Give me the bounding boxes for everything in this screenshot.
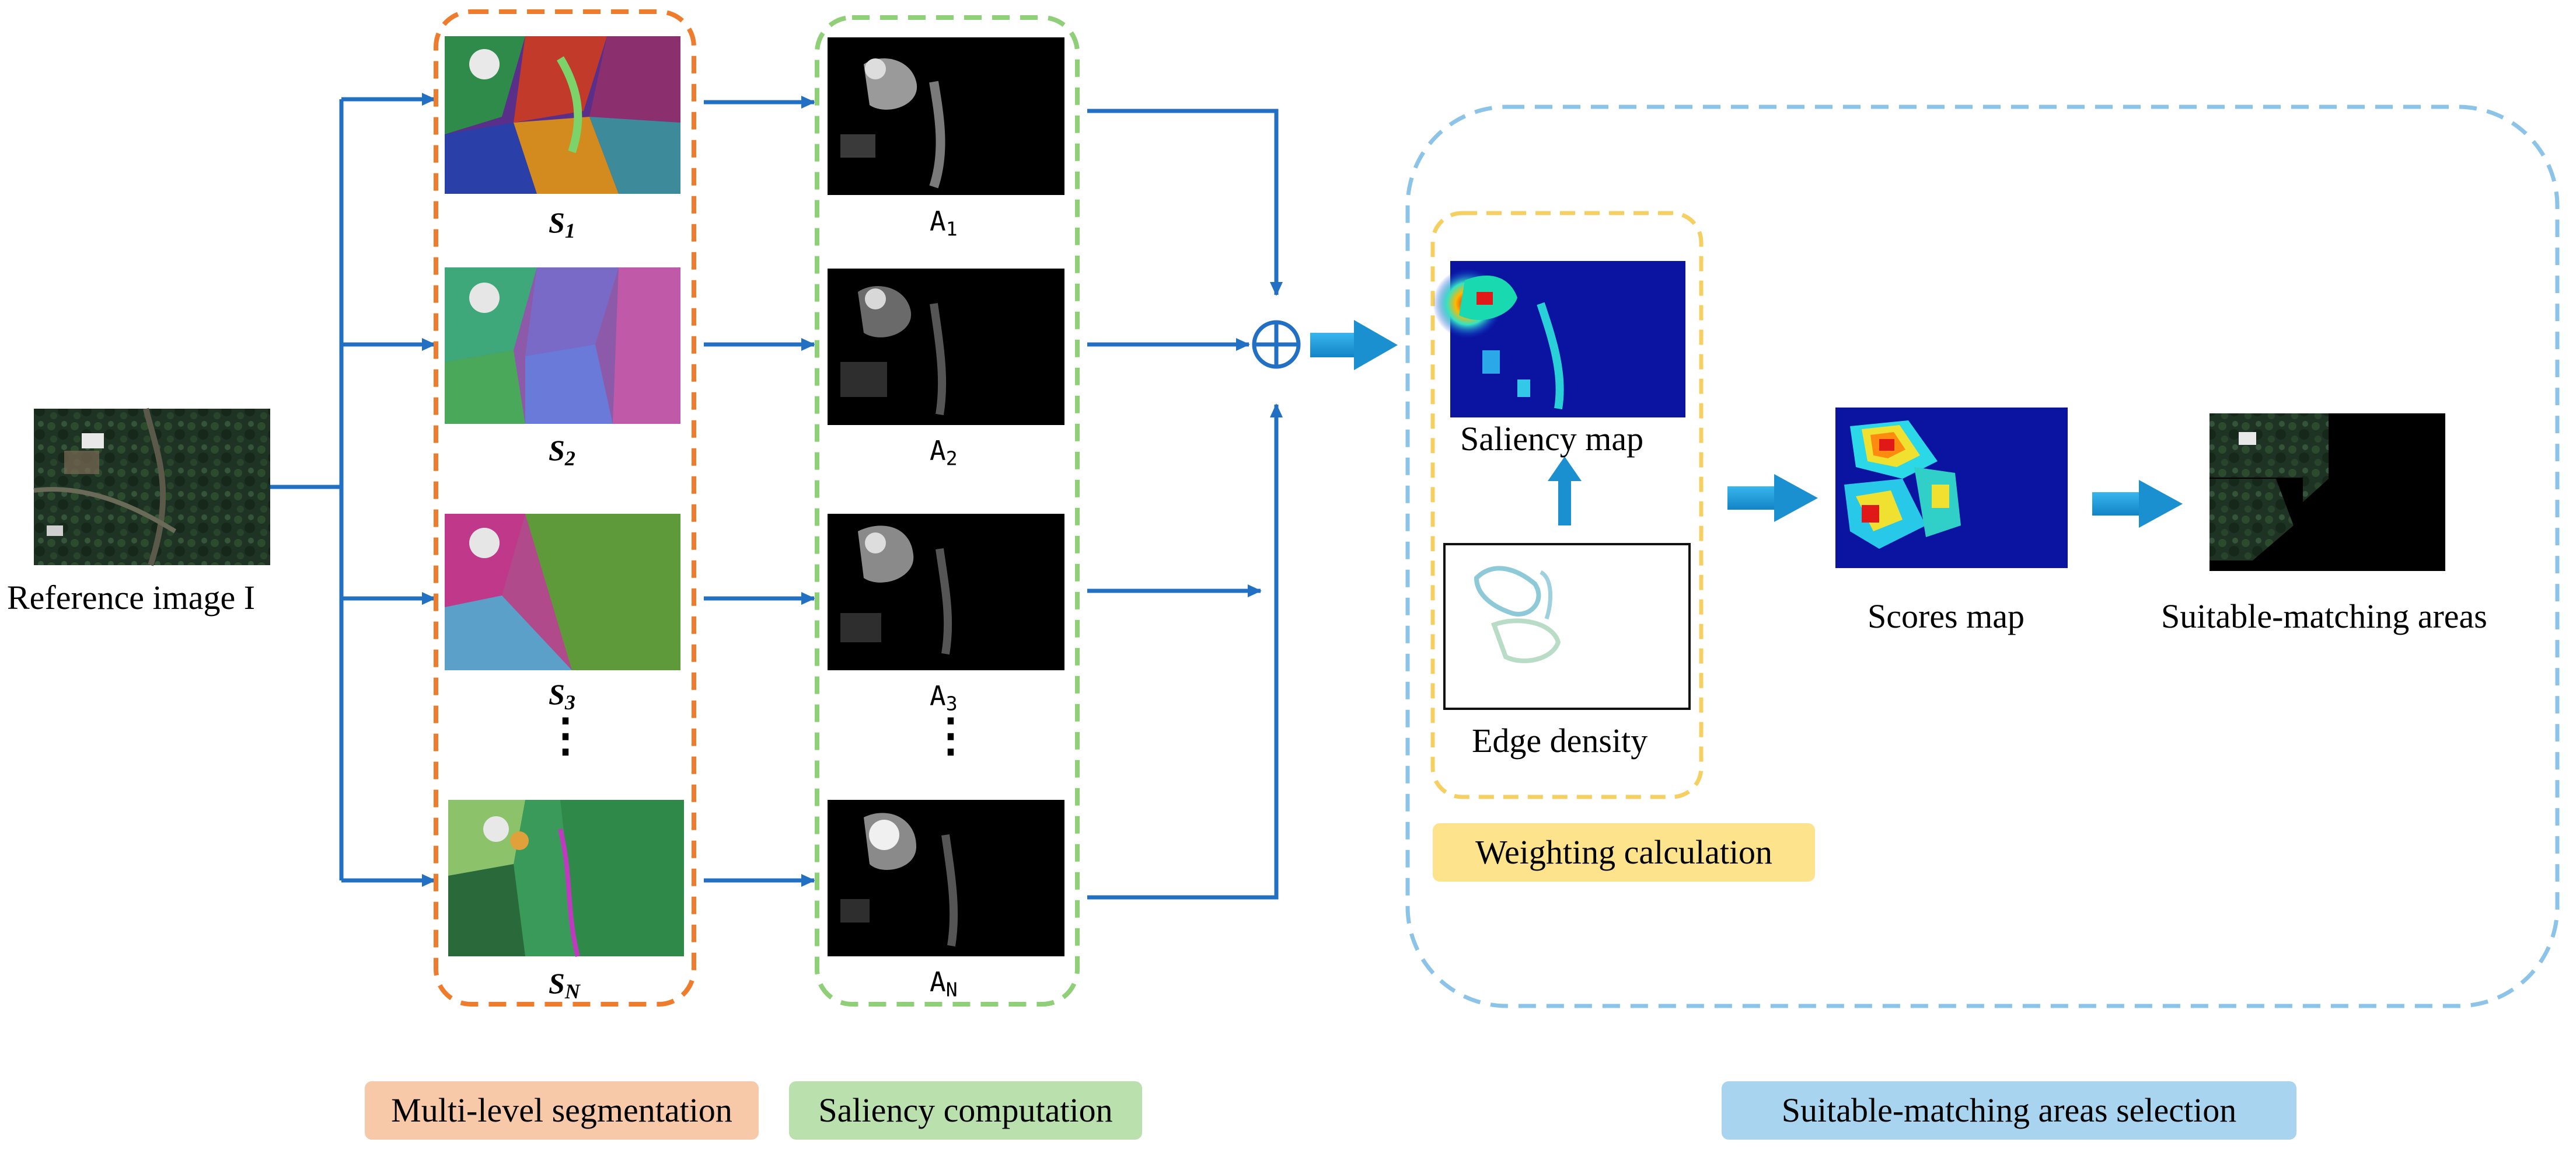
segmentation-thumbnails [445, 36, 684, 957]
saliency-image-n [828, 800, 1064, 956]
sal-label-n: AN [930, 966, 958, 1001]
edge-density-image [1443, 543, 1691, 710]
seg-label-n: SN [549, 967, 580, 1003]
sal-label-3: A3 [930, 680, 958, 715]
sal-label-2: A2 [930, 435, 958, 470]
saliency-tag: Saliency computation [789, 1081, 1142, 1140]
seg-ellipsis: ⋮ [543, 710, 588, 761]
weighting-frame [1430, 211, 1704, 799]
seg-label-2: S2 [549, 434, 575, 470]
segmentation-frame [434, 9, 696, 1007]
scores-map-image [1835, 408, 2068, 568]
split-arrows [270, 93, 436, 887]
saliency-map-label: Saliency map [1460, 420, 1644, 458]
selection-frame [1405, 105, 2560, 1008]
segmentation-tag: Multi-level segmentation [365, 1081, 759, 1140]
segmentation-image-3 [445, 514, 680, 670]
selection-tag: Suitable-matching areas selection [1722, 1081, 2296, 1140]
saliency-image-3 [828, 514, 1064, 670]
sum-operator [1252, 320, 1301, 369]
saliency-frame [815, 15, 1080, 1007]
seg-label-1: S1 [549, 206, 575, 242]
up-arrow [1548, 457, 1582, 525]
sal-label-1: A1 [930, 206, 958, 241]
saliency-thumbnails [828, 37, 1064, 956]
segmentation-image-1 [445, 36, 680, 194]
seg-label-3: S3 [549, 678, 575, 714]
segmentation-image-2 [445, 267, 680, 424]
suitable-areas-label: Suitable-matching areas [2161, 597, 2487, 635]
saliency-image-2 [828, 269, 1064, 425]
reference-image-label: Reference image I [7, 579, 256, 617]
suitable-areas-image [2210, 413, 2445, 571]
thick-arrow-3 [2092, 480, 2183, 528]
weighting-tag: Weighting calculation [1433, 823, 1815, 882]
segmentation-image-n [448, 800, 684, 957]
saliency-image-1 [828, 37, 1064, 195]
reference-image [33, 408, 270, 566]
merge-arrows [1087, 109, 1283, 900]
edge-density-label: Edge density [1472, 722, 1648, 760]
seg-to-sal-arrows [704, 96, 815, 887]
thick-arrow-1 [1310, 320, 1398, 370]
saliency-map-image [1433, 261, 1685, 417]
thick-arrow-2 [1727, 474, 1818, 522]
scores-map-label: Scores map [1868, 597, 2025, 635]
sal-ellipsis: ⋮ [928, 710, 973, 761]
